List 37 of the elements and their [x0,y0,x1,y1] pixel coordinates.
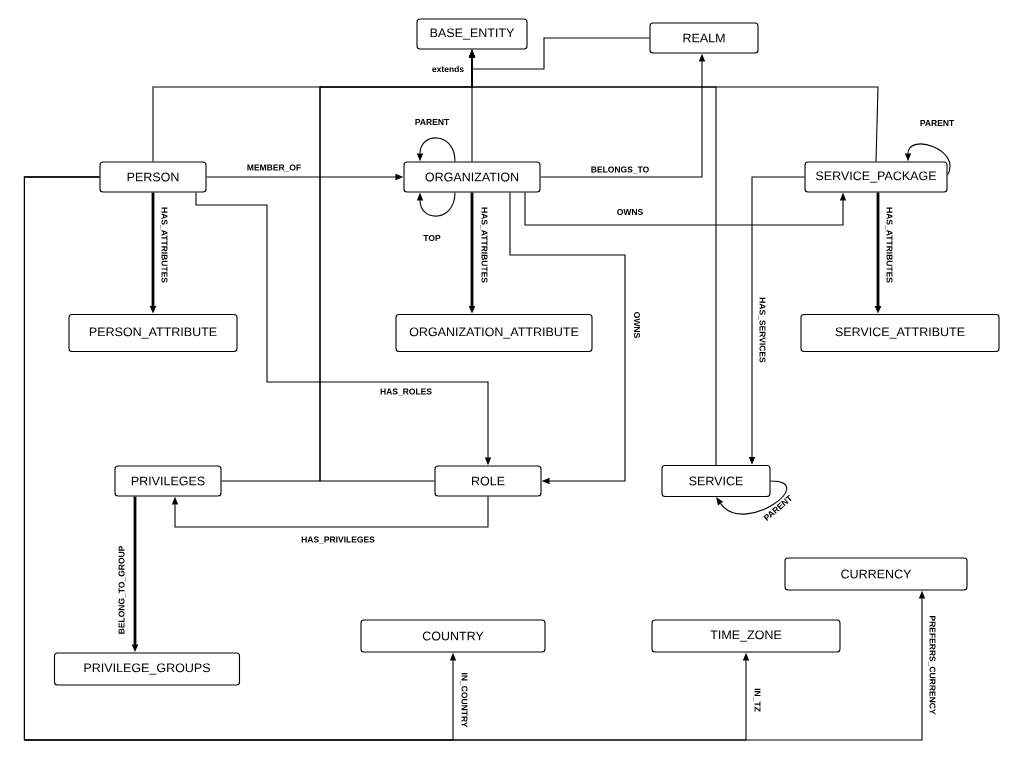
arrow [509,192,626,485]
edge-label: IN_COUNTRY [459,671,469,729]
loop-arrow [416,192,456,217]
edge-label: HAS_ATTRIBUTES [884,206,894,284]
edge-label: PARENT [413,118,451,126]
entity-box: BASE_ENTITY [416,18,528,50]
edge-label: TOP [422,234,442,242]
entity-box: CURRENCY [784,557,968,591]
entity-box: ORGANIZATION [403,161,541,193]
entity-box: ROLE [434,465,542,497]
edge-label: BELONG_TO_GROUP [117,544,127,636]
entity-box: PERSON_ATTRIBUTE [68,313,238,353]
entity-box: SERVICE [661,464,771,498]
entity-box: REALM [649,22,759,54]
entity-box: TIME_ZONE [651,619,841,653]
entity-box: PRIVILEGE_GROUPS [53,652,241,686]
edge-label: OWNS [615,208,645,216]
edge-label: HAS_ATTRIBUTES [479,206,489,284]
edge-label: IN_TZ [752,687,762,713]
edge-label: HAS_ATTRIBUTES [159,206,169,284]
entity-box: ORGANIZATION_ATTRIBUTE [395,313,593,353]
edge-label: extends [430,64,466,74]
loop-arrow [716,480,788,515]
edge-label: HAS_PRIVILEGES [300,535,376,545]
edge-label: PREFERRS_CURRENCY [927,614,937,716]
entity-box: SERVICE_PACKAGE [804,161,948,193]
edge-label: BELONGS_TO [589,165,651,175]
entity-box: COUNTRY [360,619,546,653]
entity-box: PRIVILEGES [114,465,222,497]
edge-label: PARENT [918,119,956,127]
edge-label: HAS_SERVICES [757,296,767,364]
edge-label: HAS_ROLES [379,387,433,397]
arrow [171,496,489,528]
entity-box: SERVICE_ATTRIBUTE [800,313,1000,353]
entity-box: PERSON [99,161,207,193]
edge-label: MEMBER_OF [245,163,303,173]
edge-label: OWNS [633,310,641,340]
